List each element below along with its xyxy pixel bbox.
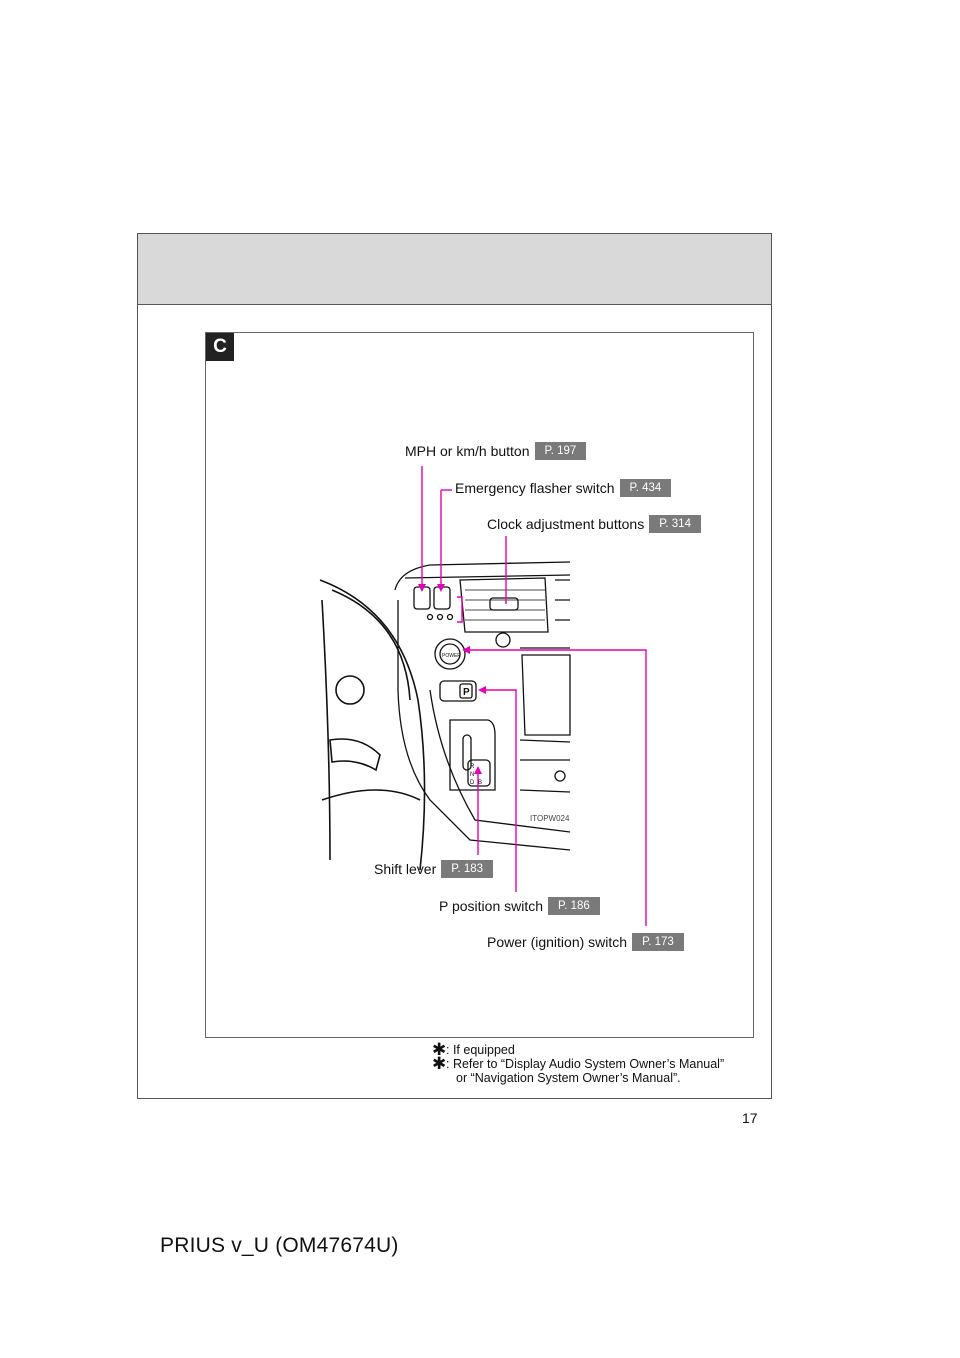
footnote-text: : Refer to “Display Audio System Owner’s… xyxy=(446,1057,725,1071)
footer-model-code: PRIUS v_U (OM47674U) xyxy=(160,1234,399,1257)
callout-emergency-flasher: Emergency flasher switch P. 434 xyxy=(455,479,672,497)
page-frame xyxy=(137,233,772,1099)
page-reference-link[interactable]: P. 173 xyxy=(632,933,684,951)
callout-label: Emergency flasher switch xyxy=(455,480,615,496)
illustration-box xyxy=(205,332,754,1038)
footnotes: ✱ : If equipped ✱ : Refer to “Display Au… xyxy=(432,1041,725,1085)
page-number: 17 xyxy=(742,1110,758,1126)
page-reference-link[interactable]: P. 197 xyxy=(534,442,587,460)
p-switch-label: P xyxy=(463,687,470,698)
leader-lines xyxy=(421,466,647,926)
callout-label: P position switch xyxy=(439,898,544,914)
section-tab: C xyxy=(206,333,234,361)
asterisk-icon: ✱ xyxy=(432,1054,447,1073)
callout-power-switch: Power (ignition) switch P. 173 xyxy=(487,933,684,951)
page-reference-link[interactable]: P. 434 xyxy=(619,479,672,497)
callout-p-position-switch: P position switch P. 186 xyxy=(439,897,600,915)
shift-n-label: N xyxy=(470,772,474,778)
callout-shift-lever: Shift lever P. 183 xyxy=(374,860,494,878)
callout-label: Clock adjustment buttons xyxy=(487,516,645,532)
header-band xyxy=(138,234,771,305)
page-reference-link[interactable]: P. 186 xyxy=(548,897,600,915)
footnote-1: ✱ : If equipped xyxy=(432,1041,724,1058)
callout-clock-adjustment: Clock adjustment buttons P. 314 xyxy=(487,515,701,533)
footnote-continuation: or “Navigation System Owner’s Manual”. xyxy=(456,1071,681,1085)
shift-d-label: D xyxy=(470,780,475,786)
footnote-2: ✱ : Refer to “Display Audio System Owner… xyxy=(432,1054,725,1073)
callout-label: Shift lever xyxy=(374,861,437,877)
image-code: ITOPW024 xyxy=(530,814,570,823)
shift-b-label: B xyxy=(478,780,482,786)
callout-mph-button: MPH or km/h button P. 197 xyxy=(405,442,587,460)
leader-arrowheads xyxy=(418,584,486,774)
footnote-text: : If equipped xyxy=(446,1043,515,1057)
power-button-label: POWER xyxy=(442,653,461,659)
dashboard-outline xyxy=(394,561,571,851)
page-reference-link[interactable]: P. 314 xyxy=(649,515,701,533)
callout-label: MPH or km/h button xyxy=(405,443,530,459)
callout-label: Power (ignition) switch xyxy=(487,934,628,950)
page-reference-link[interactable]: P. 183 xyxy=(441,860,494,878)
steering-wheel xyxy=(319,579,426,871)
shift-r-label: R xyxy=(470,764,475,770)
